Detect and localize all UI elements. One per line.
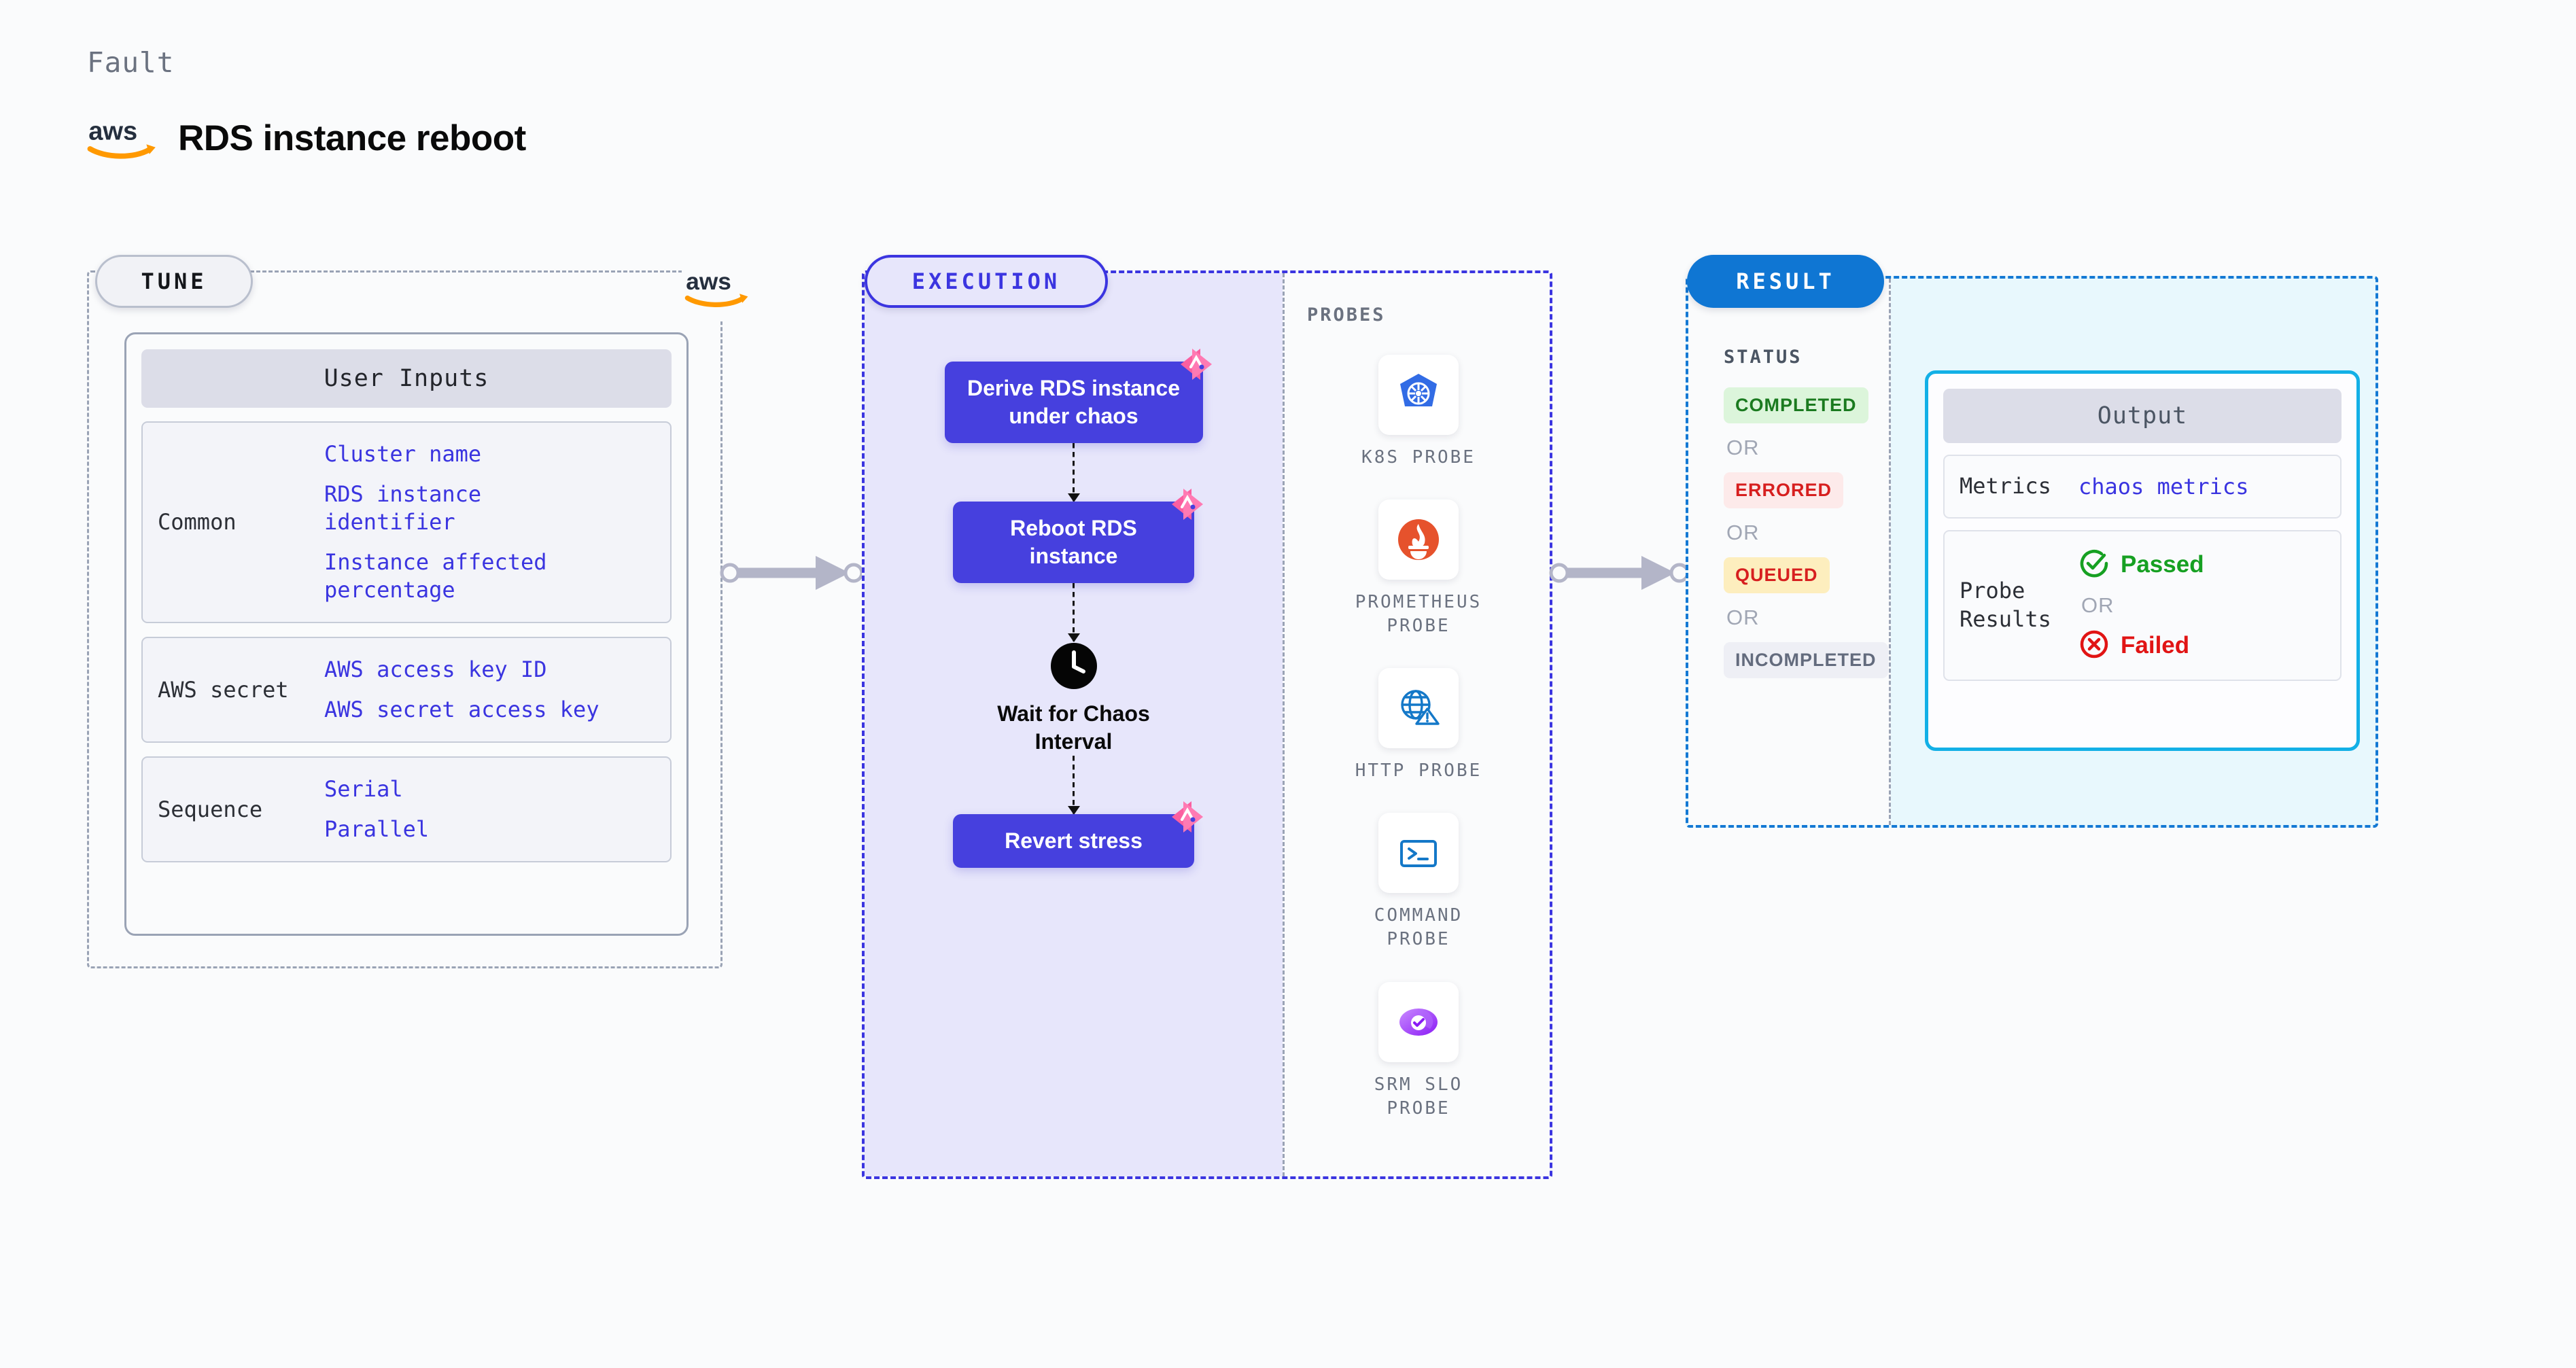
output-row-probe-results: Probe Results Passed OR <box>1943 529 2342 681</box>
flow-node-label: Wait for Chaos Interval <box>997 701 1150 754</box>
execution-panel: Derive RDS instance under chaos Reboot R… <box>862 270 1552 1179</box>
input-value[interactable]: AWS secret access key <box>324 696 599 722</box>
probe-results-values: Passed OR Failed <box>2078 548 2204 663</box>
input-group-values: Cluster name RDS instance identifier Ins… <box>324 440 610 604</box>
clock-icon <box>1049 642 1098 690</box>
prometheus-icon <box>1378 499 1459 580</box>
probe-result-label: Passed <box>2121 551 2204 578</box>
flow-node-revert-stress[interactable]: Revert stress <box>953 801 1203 868</box>
tune-panel: User Inputs Common Cluster name RDS inst… <box>87 270 723 968</box>
execution-panel-tag[interactable]: EXECUTION <box>865 255 1108 308</box>
probe-result-label: Failed <box>2121 632 2190 659</box>
probe-label: HTTP PROBE <box>1355 760 1482 782</box>
or-separator: OR <box>1726 521 1760 544</box>
probe-label: K8S PROBE <box>1361 447 1476 468</box>
user-inputs-card: User Inputs Common Cluster name RDS inst… <box>124 332 689 936</box>
result-panel: STATUS COMPLETED OR ERRORED OR QUEUED OR… <box>1686 276 2378 828</box>
input-group-aws-secret: AWS secret AWS access key ID AWS secret … <box>141 636 672 743</box>
flow-node-label: Derive RDS instance under chaos <box>967 376 1180 428</box>
status-badge[interactable]: ERRORED <box>1724 472 1844 508</box>
probe-label: COMMAND PROBE <box>1374 905 1463 950</box>
status-badge[interactable]: COMPLETED <box>1724 387 1868 423</box>
input-value[interactable]: Serial <box>324 775 403 802</box>
flow-node-wait-for-chaos-interval[interactable]: Wait for Chaos Interval <box>986 642 1162 756</box>
or-separator: OR <box>1726 436 1760 459</box>
tune-panel-tag[interactable]: TUNE <box>95 255 253 308</box>
probe-label: SRM SLO PROBE <box>1374 1074 1463 1119</box>
probe-item-k8s[interactable]: K8S PROBE <box>1337 355 1500 470</box>
probe-result-failed: Failed <box>2078 629 2204 663</box>
litmus-badge-icon <box>1168 799 1206 835</box>
x-circle-icon <box>2078 629 2110 663</box>
probe-item-srm-slo[interactable]: SRM SLO PROBE <box>1337 981 1500 1121</box>
flow-node-label: Revert stress <box>1005 828 1143 853</box>
output-title: Output <box>1943 389 2342 443</box>
litmus-badge-icon <box>1177 347 1215 382</box>
input-group-label: AWS secret <box>158 676 289 703</box>
probe-item-http[interactable]: HTTP PROBE <box>1337 668 1500 783</box>
aws-logo-icon: aws <box>87 117 163 159</box>
input-group-sequence: Sequence Serial Parallel <box>141 756 672 862</box>
probes-list: K8S PROBE PROMETHEUS PROBE <box>1285 355 1552 1121</box>
status-badge-stack: COMPLETED OR ERRORED OR QUEUED OR INCOMP… <box>1724 387 1888 678</box>
flow-arrow <box>1073 582 1075 642</box>
terminal-icon <box>1378 813 1459 894</box>
input-group-label: Common <box>158 509 237 536</box>
aws-logo-icon: aws <box>682 255 758 321</box>
user-inputs-title: User Inputs <box>141 349 672 408</box>
flow-node-label: Reboot RDS instance <box>1010 515 1137 568</box>
svg-text:aws: aws <box>88 118 137 146</box>
input-value[interactable]: RDS instance identifier <box>324 480 482 535</box>
output-card: Output Metrics chaos metrics Probe Resul… <box>1925 370 2360 751</box>
status-badge[interactable]: INCOMPLETED <box>1724 642 1888 678</box>
input-group-values: Serial Parallel <box>324 775 429 843</box>
probe-item-prometheus[interactable]: PROMETHEUS PROBE <box>1337 499 1500 638</box>
page-title-row: aws RDS instance reboot <box>87 117 526 159</box>
svg-text:aws: aws <box>686 268 731 295</box>
globe-alert-icon <box>1378 668 1459 749</box>
output-row-metrics: Metrics chaos metrics <box>1943 455 2342 519</box>
or-separator: OR <box>2081 593 2114 617</box>
probe-item-command[interactable]: COMMAND PROBE <box>1337 813 1500 951</box>
input-group-label: Sequence <box>158 796 263 822</box>
probes-column: PROBES <box>1285 273 1552 1176</box>
input-value[interactable]: Cluster name <box>324 441 482 467</box>
or-separator: OR <box>1726 606 1760 629</box>
flow-node-reboot-rds-instance[interactable]: Reboot RDS instance <box>953 488 1203 583</box>
execution-probes-divider <box>1283 273 1285 1176</box>
page-eyebrow: Fault <box>87 46 175 79</box>
execution-flow-column: Derive RDS instance under chaos Reboot R… <box>865 349 1283 868</box>
input-group-common: Common Cluster name RDS instance identif… <box>141 421 672 623</box>
input-value[interactable]: Instance affected percentage <box>324 548 547 603</box>
probe-label: PROMETHEUS PROBE <box>1355 592 1482 637</box>
status-title: STATUS <box>1724 347 1803 368</box>
status-badge[interactable]: QUEUED <box>1724 557 1830 593</box>
input-value[interactable]: Parallel <box>324 815 430 842</box>
probes-title: PROBES <box>1307 304 1386 326</box>
input-group-values: AWS access key ID AWS secret access key <box>324 656 599 724</box>
connector-execution-to-result <box>1549 549 1692 597</box>
result-status-column: STATUS COMPLETED OR ERRORED OR QUEUED OR… <box>1688 279 1891 825</box>
connector-tune-to-execution <box>720 549 867 597</box>
kubernetes-icon <box>1378 355 1459 435</box>
probe-result-passed: Passed <box>2078 548 2204 582</box>
page-title: RDS instance reboot <box>178 118 526 158</box>
probe-results-label: Probe Results <box>1960 578 2051 632</box>
srm-slo-icon <box>1378 981 1459 1062</box>
metrics-value[interactable]: chaos metrics <box>2078 473 2249 499</box>
flow-arrow <box>1073 442 1075 502</box>
result-panel-tag[interactable]: RESULT <box>1687 255 1884 308</box>
input-value[interactable]: AWS access key ID <box>324 656 547 682</box>
flow-node-derive-rds-instance[interactable]: Derive RDS instance under chaos <box>944 349 1212 443</box>
litmus-badge-icon <box>1168 487 1206 522</box>
check-circle-icon <box>2078 548 2110 582</box>
metrics-label: Metrics <box>1960 473 2051 499</box>
flow-arrow <box>1073 755 1075 814</box>
